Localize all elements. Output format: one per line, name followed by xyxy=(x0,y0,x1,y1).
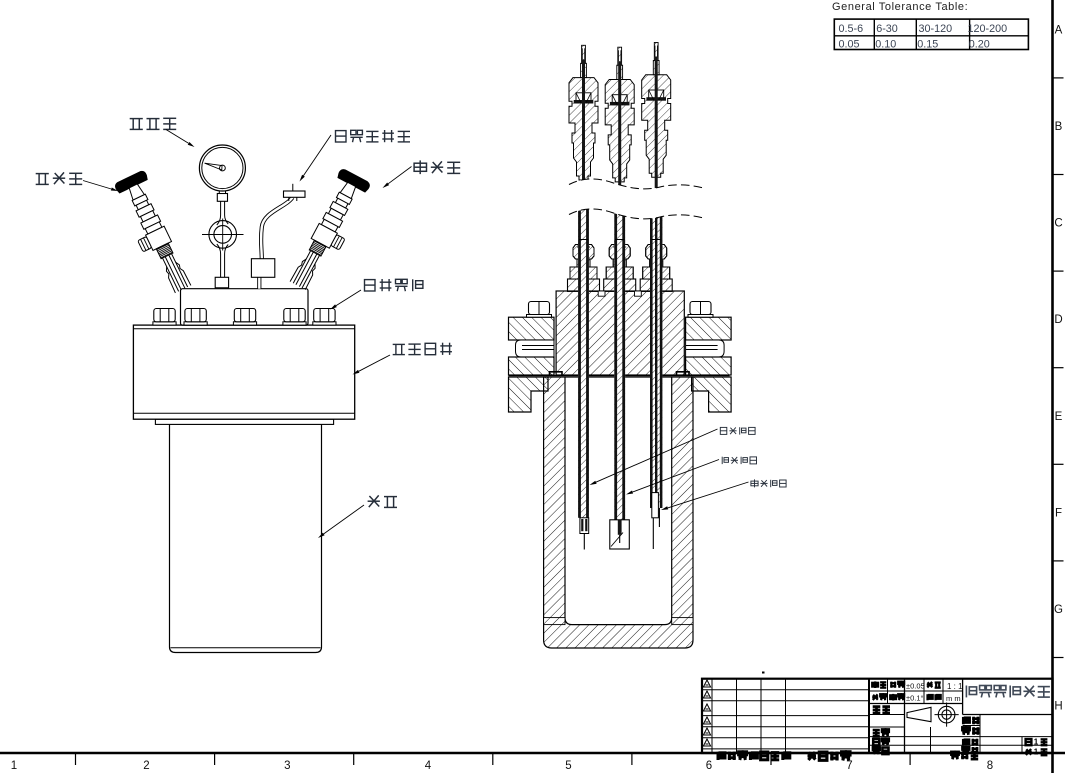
svg-text:6: 6 xyxy=(706,760,712,772)
svg-text:±0.05: ±0.05 xyxy=(906,682,925,691)
svg-text:1: 1 xyxy=(1034,737,1039,746)
svg-text:3: 3 xyxy=(284,760,290,772)
svg-text:B: B xyxy=(1055,121,1063,133)
svg-text:G: G xyxy=(1054,604,1063,616)
svg-text:1 : 1: 1 : 1 xyxy=(947,682,963,691)
svg-text:E: E xyxy=(1055,411,1063,423)
svg-text:0.20: 0.20 xyxy=(969,39,990,51)
svg-text:C: C xyxy=(1054,218,1062,230)
svg-text:0.10: 0.10 xyxy=(875,39,896,51)
svg-text:5: 5 xyxy=(565,760,571,772)
svg-text:30-120: 30-120 xyxy=(919,23,953,35)
svg-text:8: 8 xyxy=(987,760,993,772)
svg-text:F: F xyxy=(1055,507,1062,519)
svg-text:H: H xyxy=(1054,701,1062,713)
svg-text:1: 1 xyxy=(11,760,17,772)
svg-text:6-30: 6-30 xyxy=(876,23,898,35)
svg-text:0.05: 0.05 xyxy=(839,39,860,51)
svg-text:120-200: 120-200 xyxy=(968,23,1008,35)
svg-text:m m: m m xyxy=(946,694,961,703)
svg-text:1: 1 xyxy=(1034,747,1039,756)
svg-text:0.5-6: 0.5-6 xyxy=(839,23,864,35)
svg-text:A: A xyxy=(1055,25,1063,37)
svg-text:7: 7 xyxy=(846,760,852,772)
svg-text:±0.1°: ±0.1° xyxy=(906,694,924,703)
svg-text:4: 4 xyxy=(425,760,432,772)
svg-text:0.15: 0.15 xyxy=(917,39,938,51)
svg-text:D: D xyxy=(1054,314,1062,326)
svg-text:General Tolerance Table:: General Tolerance Table: xyxy=(832,1,968,13)
svg-text:2: 2 xyxy=(143,760,149,772)
